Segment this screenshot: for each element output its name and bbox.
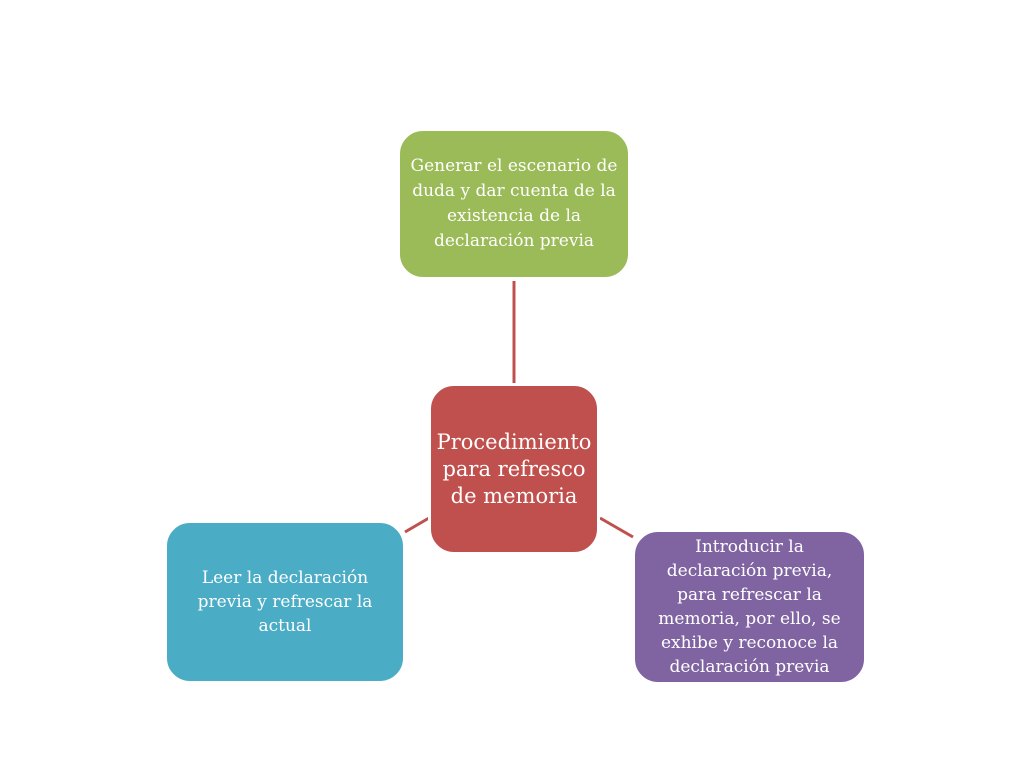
node-right: Introducir la declaración previa, para r…: [632, 529, 867, 685]
node-right-label: Introducir la declaración previa, para r…: [658, 537, 841, 677]
node-left: Leer la declaración previa y refrescar l…: [164, 520, 406, 684]
node-center-label: Procedimiento para refresco de memoria: [436, 429, 592, 508]
connector-center-left: [404, 516, 430, 534]
node-top: Generar el escenario de duda y dar cuent…: [397, 128, 631, 280]
node-top-label: Generar el escenario de duda y dar cuent…: [410, 156, 618, 251]
node-left-label: Leer la declaración previa y refrescar l…: [197, 568, 373, 636]
node-center: Procedimiento para refresco de memoria: [428, 383, 600, 555]
connector-center-right: [599, 516, 634, 539]
